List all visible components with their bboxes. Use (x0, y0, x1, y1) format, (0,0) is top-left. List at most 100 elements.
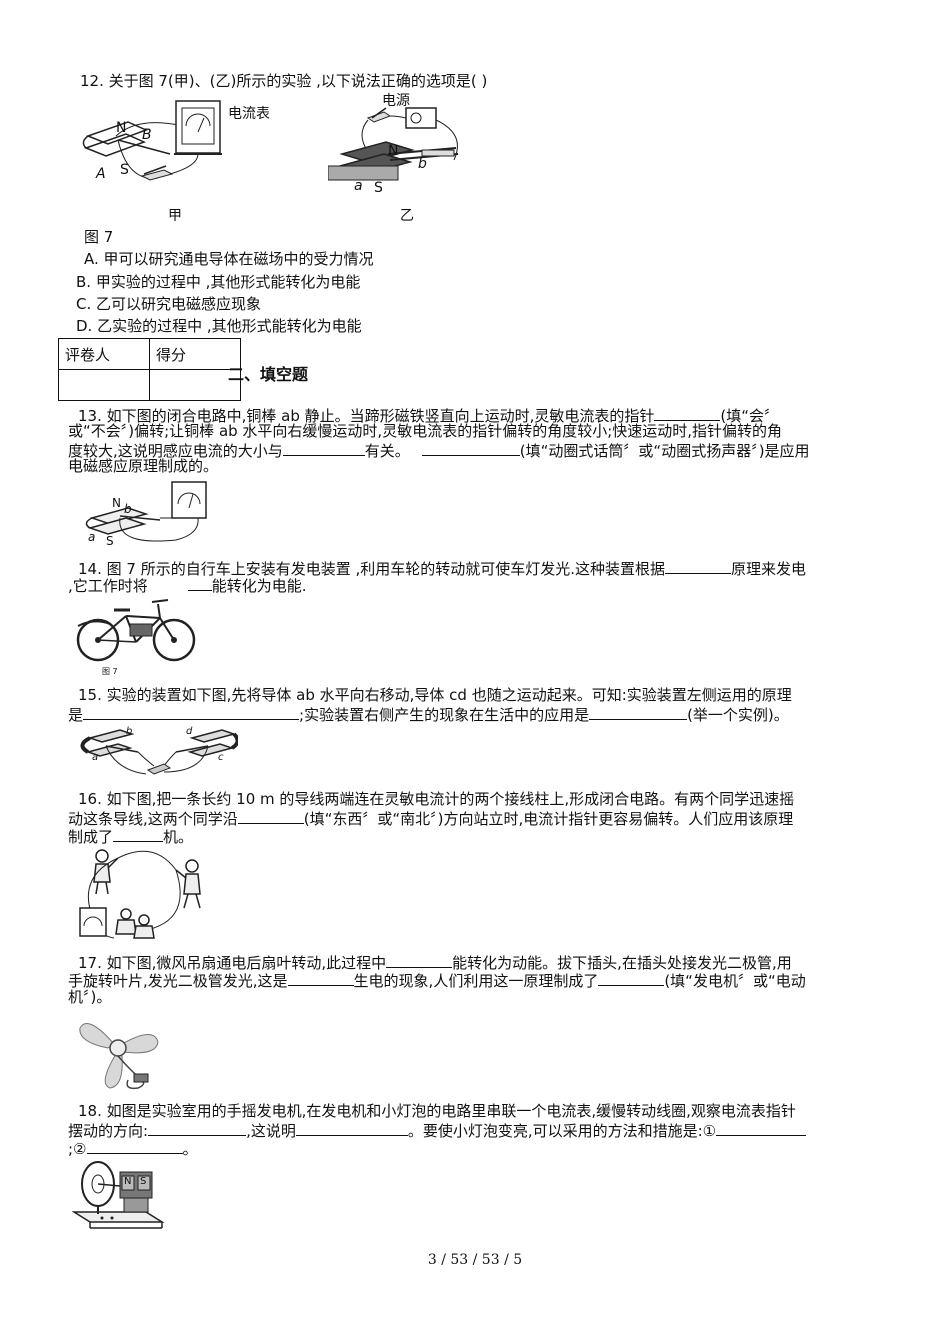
q17-text-2a: 手旋转叶片,发光二极管发光,这是 (68, 972, 288, 990)
q18-line-1: 18. 如图是实验室用的手摇发电机,在发电机和小灯泡的电路里串联一个电流表,缓慢… (78, 1102, 796, 1120)
q12-yi-label-N: N (388, 143, 399, 159)
q14-line-1: 14. 图 7 所示的自行车上安装有发电装置 ,利用车轮的转动就可使车灯发光.这… (78, 558, 806, 579)
q18-line-3: ;② 。 (68, 1138, 198, 1159)
q15-label-a: a (92, 752, 99, 763)
score-table-reviewer-header: 评卷人 (58, 338, 150, 370)
q13-line-1: 13. 如下图的闭合电路中,铜棒 ab 静止。当蹄形磁铁竖直向上运动时,灵敏电流… (78, 405, 779, 426)
q12-fig-caption: 图 7 (84, 228, 114, 246)
q18-text-3a: ;② (68, 1140, 87, 1158)
q12-caption-jia: 甲 (168, 208, 182, 224)
q16-figure (74, 846, 214, 942)
q15-blank-1[interactable] (83, 704, 300, 720)
q14-blank-1[interactable] (665, 558, 732, 574)
q13-label-N: N (112, 496, 121, 510)
q17-text-2c: (填“发电机〞或“电动 (664, 972, 806, 990)
q14-text-1a: 14. 图 7 所示的自行车上安装有发电装置 ,利用车轮的转动就可使车灯发光.这… (78, 560, 666, 578)
q17-line-2: 手旋转叶片,发光二极管发光,这是 生电的现象,人们利用这一原理制成了 (填“发电机〞… (68, 970, 806, 991)
q12-option-b: B. 甲实验的过程中 ,其他形式能转化为电能 (76, 273, 361, 291)
q18-blank-2[interactable] (295, 1120, 408, 1136)
q13-blank-3[interactable] (421, 440, 520, 456)
q18-text-2c: 。要使小灯泡变亮,可以采用的方法和措施是:① (407, 1122, 717, 1140)
q15-text-2a: 是 (68, 706, 84, 724)
q15-label-b: b (126, 726, 133, 737)
q14-text-2a: ,它工作时将 (68, 577, 148, 595)
q15-text-2b: ;实验装置右侧产生的现象在生活中的应用是 (299, 706, 590, 724)
q15-label-c: c (218, 752, 224, 763)
score-table: 评卷人 得分 (58, 338, 241, 401)
q13-blank-1[interactable] (654, 405, 721, 421)
q18-blank-4[interactable] (86, 1138, 183, 1154)
q13-blank-2[interactable] (282, 440, 365, 456)
score-table-score-header: 得分 (149, 338, 241, 370)
q12-caption-yi: 乙 (400, 208, 414, 224)
q15-figure (76, 722, 238, 780)
q17-text-1b: 能转化为动能。拔下插头,在插头处接发光二极管,用 (452, 954, 792, 972)
q13-text-3c: (填“动圈式话筒〞或“动圈式扬声器〞)是应用 (519, 442, 810, 460)
q18-blank-1[interactable] (148, 1120, 247, 1136)
q16-line-2: 动这条导线,这两个同学沿 (填“东西〞或“南北〞)方向站立时,电流计指针更容易偏转… (68, 808, 793, 829)
q16-text-2a: 动这条导线,这两个同学沿 (68, 810, 238, 828)
q15-line-1: 15. 实验的装置如下图,先将导体 ab 水平向右移动,导体 cd 也随之运动起… (78, 686, 792, 704)
q18-text-3b: 。 (182, 1140, 198, 1158)
q18-text-2a: 摆动的方向: (68, 1122, 149, 1140)
q17-fan-figure (78, 1008, 160, 1092)
q14-text-1b: 原理来发电 (731, 560, 807, 578)
q13-text-1b: (填“会〞 (720, 407, 780, 425)
q16-line-3: 制成了 机。 (68, 826, 193, 847)
q16-text-3a: 制成了 (68, 828, 114, 846)
q16-text-2b: (填“东西〞或“南北〞)方向站立时,电流计指针更容易偏转。人们应用该原理 (303, 810, 794, 828)
score-table-score-cell[interactable] (149, 369, 241, 401)
q12-option-c: C. 乙可以研究电磁感应现象 (76, 295, 262, 313)
q17-line-1: 17. 如下图,微风吊扇通电后扇叶转动,此过程中 能转化为动能。拔下插头,在插头处… (78, 952, 792, 973)
q13-line-2: 或“不会〞)偏转;让铜棒 ab 水平向右缓慢运动时,灵敏电流表的指针偏转的角度较… (68, 422, 783, 440)
q18-label-S: S (140, 1176, 147, 1187)
q13-line-3: 度较大,这说明感应电流的大小与有关。(填“动圈式话筒〞或“动圈式扬声器〞)是应用 (68, 440, 810, 461)
section-title: 二、填空题 (228, 365, 309, 384)
score-table-reviewer-cell[interactable] (58, 369, 150, 401)
q15-blank-2[interactable] (589, 704, 688, 720)
q12-stem: 12. 关于图 7(甲)、(乙)所示的实验 ,以下说法正确的选项是( ) (80, 72, 488, 90)
q17-line-3: 机〞)。 (68, 988, 112, 1006)
q13-figure (76, 478, 212, 548)
q15-label-d: d (186, 726, 193, 737)
q12-jia-label-A: A (96, 166, 106, 182)
q15-line-2: 是 ;实验装置右侧产生的现象在生活中的应用是 (举一个实例)。 (68, 704, 789, 725)
q14-text-2b: 能转化为电能. (211, 577, 307, 595)
q18-blank-3[interactable] (716, 1120, 807, 1136)
q12-jia-label-N: N (116, 120, 127, 136)
q16-blank-1[interactable] (237, 808, 304, 824)
q14-fig-caption: 图 7 (102, 667, 118, 676)
q18-label-N: N (124, 1176, 132, 1187)
q12-figure-jia (78, 96, 228, 184)
q17-blank-1[interactable] (386, 952, 453, 968)
page-footer: 3 / 53 / 53 / 5 (427, 1252, 523, 1268)
q14-bicycle-figure (74, 596, 202, 666)
q12-option-d: D. 乙实验的过程中 ,其他形式能转化为电能 (76, 317, 362, 335)
q12-option-a: A. 甲可以研究通电导体在磁场中的受力情况 (84, 250, 374, 268)
q18-text-2b: ,这说明 (246, 1122, 296, 1140)
q14-blank-2[interactable] (187, 575, 212, 591)
q17-blank-2[interactable] (287, 970, 354, 986)
q13-label-b: b (124, 502, 132, 516)
q17-text-1a: 17. 如下图,微风吊扇通电后扇叶转动,此过程中 (78, 954, 387, 972)
q13-line-4: 电磁感应原理制成的。 (68, 457, 219, 475)
q12-jia-label-B: B (142, 127, 152, 143)
q13-text-3a: 度较大,这说明感应电流的大小与 (68, 442, 283, 460)
q12-yi-label-b: b (418, 156, 427, 172)
q13-label-S: S (106, 534, 114, 548)
q17-blank-3[interactable] (598, 970, 665, 986)
q12-yi-label-S: S (374, 180, 383, 196)
q15-text-2c: (举一个实例)。 (687, 706, 789, 724)
q12-power-label: 电源 (382, 93, 410, 109)
q16-text-3b: 机。 (163, 828, 194, 846)
q13-text-1a: 13. 如下图的闭合电路中,铜棒 ab 静止。当蹄形磁铁竖直向上运动时,灵敏电流… (78, 407, 655, 425)
q12-yi-label-a: a (354, 178, 363, 194)
q12-ammeter-label: 电流表 (228, 106, 270, 122)
q16-blank-2[interactable] (113, 826, 164, 842)
q18-generator-figure (72, 1156, 166, 1232)
q17-text-2b: 生电的现象,人们利用这一原理制成了 (353, 972, 599, 990)
q12-figure-yi (328, 104, 468, 186)
q14-line-2: ,它工作时将 能转化为电能. (68, 575, 307, 596)
q12-jia-label-S: S (120, 162, 129, 178)
